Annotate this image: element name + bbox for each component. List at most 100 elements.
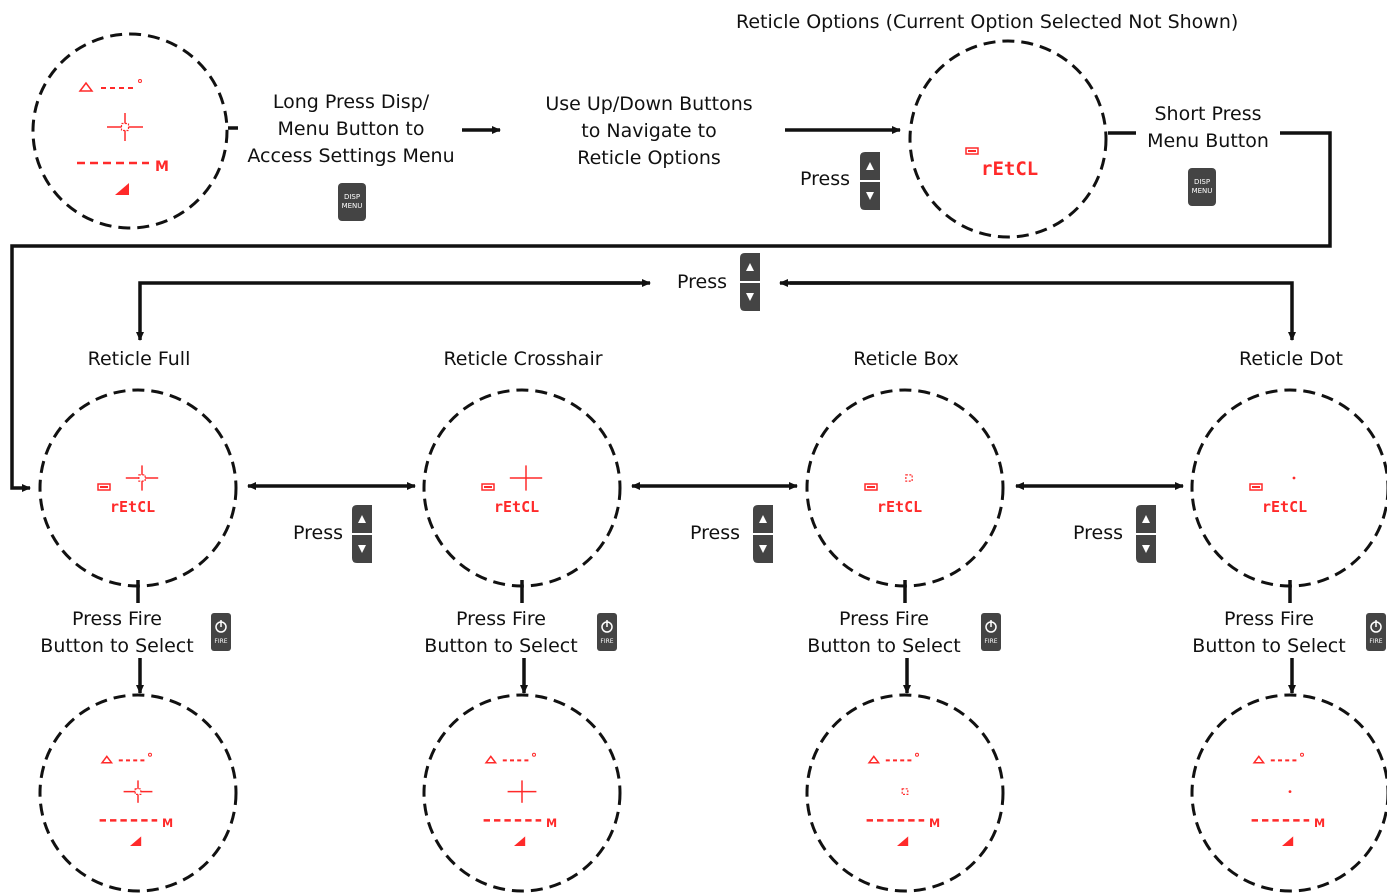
fire-button-icon: FIRE — [211, 613, 231, 651]
battery-icon — [864, 483, 878, 491]
up-down-buttons-icon — [1136, 505, 1156, 563]
down-arrow-icon — [1142, 545, 1150, 553]
reticle-name-box: Reticle Box — [853, 348, 959, 370]
display-reticle-dot — [1190, 388, 1387, 588]
display-reticle-full — [38, 388, 238, 588]
down-arrow-icon — [746, 293, 754, 301]
fire-button-label: FIRE — [1369, 638, 1382, 645]
slope-icon — [130, 836, 142, 846]
angle-icon — [484, 755, 498, 764]
display-circles — [31, 32, 1387, 893]
fire-button-label: FIRE — [984, 638, 997, 645]
press-label-box: Press — [1073, 522, 1124, 544]
battery-level — [484, 486, 492, 488]
battery-level — [1252, 486, 1260, 488]
angle-icon — [867, 755, 881, 764]
result-display-box — [805, 693, 1005, 893]
fire-button-label: FIRE — [600, 638, 613, 645]
battery-icon — [1249, 483, 1263, 491]
press-label-full: Press — [293, 522, 344, 544]
reticle-dot — [1288, 790, 1292, 793]
battery-level — [867, 486, 875, 488]
fire-button-icon: FIRE — [981, 613, 1001, 651]
short-press-instruction: Short Press Menu Button — [1147, 103, 1269, 152]
battery-icon — [965, 147, 979, 155]
down-arrow-icon — [866, 192, 874, 200]
up-arrow-icon — [866, 162, 874, 170]
reticle-menu-code: rEtCL — [494, 498, 539, 516]
reticle-menu-code: rEtCL — [877, 498, 922, 516]
reticle-name-crosshair: Reticle Crosshair — [443, 348, 603, 370]
display-reticle-box — [805, 388, 1005, 588]
fire-select-crosshair: Press Fire Button to Select — [424, 608, 578, 657]
fire-select-box: Press Fire Button to Select — [807, 608, 961, 657]
press-label-crosshair: Press — [690, 522, 741, 544]
long-press-instruction: Long Press Disp/ Menu Button to Access S… — [247, 91, 455, 167]
fire-select-full: Press Fire Button to Select — [40, 608, 194, 657]
battery-icon — [97, 483, 111, 491]
start-display — [31, 32, 229, 230]
reticle-box — [134, 788, 142, 795]
reticle-box — [120, 122, 130, 132]
svg-text:DISP: DISP — [1194, 178, 1210, 186]
degree-symbol — [1300, 752, 1304, 757]
battery-icon — [481, 483, 495, 491]
reticle-menu-code: rEtCL — [1262, 498, 1307, 516]
slope-icon — [115, 183, 129, 195]
press-label-loop: Press — [677, 271, 728, 293]
angle-icon — [78, 81, 94, 92]
degree-symbol — [915, 752, 919, 757]
down-arrow-icon — [759, 545, 767, 553]
reticle-box — [901, 788, 909, 795]
down-arrow-icon — [358, 545, 366, 553]
range-unit: M — [1314, 817, 1325, 830]
battery-level — [100, 486, 108, 488]
up-down-buttons-icon — [352, 505, 372, 563]
svg-text:MENU: MENU — [342, 202, 363, 210]
display-reticle-crosshair — [422, 388, 622, 588]
result-display-full — [38, 693, 238, 893]
fire-button-label: FIRE — [214, 638, 227, 645]
range-unit: M — [162, 817, 173, 830]
range-unit: M — [929, 817, 940, 830]
reticle-box — [138, 474, 146, 482]
reticle-menu-code: rEtCL — [981, 158, 1038, 180]
slope-icon — [897, 836, 909, 846]
svg-text:DISP: DISP — [344, 193, 360, 201]
up-arrow-icon — [358, 515, 366, 523]
slope-icon — [514, 836, 526, 846]
up-down-buttons-icon — [860, 152, 880, 210]
svg-text:MENU: MENU — [1192, 187, 1213, 195]
disp-menu-button-icon: DISP MENU — [1188, 168, 1216, 206]
top-path-right — [790, 281, 1296, 341]
top-path-left — [136, 281, 640, 341]
up-down-buttons-icon — [740, 253, 760, 311]
return-path — [10, 131, 1332, 492]
fire-button-icon: FIRE — [1366, 613, 1386, 651]
degree-symbol — [148, 752, 152, 757]
reticle-name-dot: Reticle Dot — [1239, 348, 1343, 370]
angle-icon — [1252, 755, 1266, 764]
battery-level — [968, 150, 976, 152]
navigate-instruction: Use Up/Down Buttons to Navigate to Retic… — [545, 93, 753, 169]
fire-button-icon: FIRE — [597, 613, 617, 651]
reticle-name-full: Reticle Full — [87, 348, 191, 370]
press-label-top: Press — [800, 168, 851, 190]
up-arrow-icon — [1142, 515, 1150, 523]
reticle-menu-display — [908, 39, 1108, 239]
angle-icon — [100, 755, 114, 764]
disp-menu-button-icon: DISP MENU — [338, 183, 366, 221]
degree-symbol — [532, 752, 536, 757]
up-arrow-icon — [759, 515, 767, 523]
result-display-dot — [1190, 693, 1387, 893]
result-display-crosshair — [422, 693, 622, 893]
degree-symbol — [138, 79, 142, 83]
up-arrow-icon — [746, 263, 754, 271]
up-down-buttons-icon — [753, 505, 773, 563]
connectors — [10, 126, 1332, 694]
slope-icon — [1282, 836, 1294, 846]
reticle-dot — [1292, 476, 1296, 480]
range-unit: M — [546, 817, 557, 830]
